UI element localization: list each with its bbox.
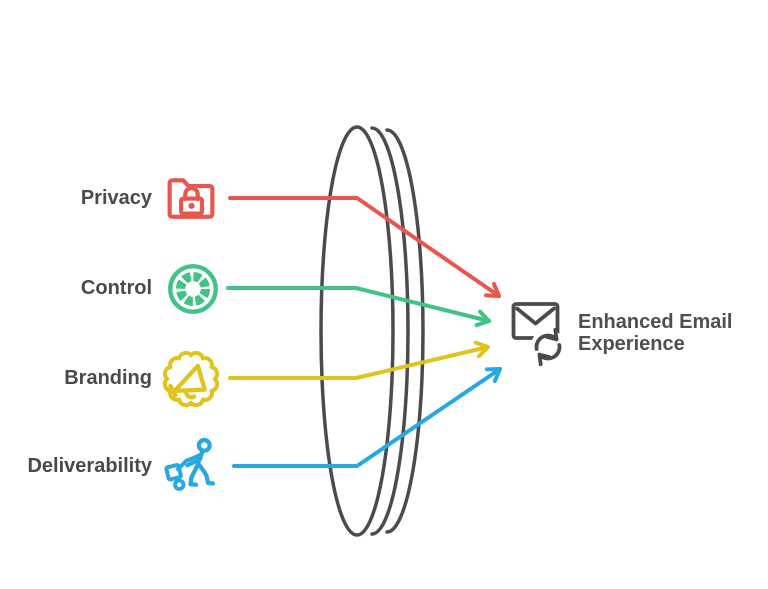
sync-arrows-icon	[534, 327, 562, 367]
flow-line-privacy	[228, 196, 501, 298]
email-sync-icon	[511, 302, 566, 367]
delivery-trolley-icon	[164, 437, 216, 491]
lens-disc-icon	[319, 125, 425, 537]
result-title-line2: Experience	[578, 333, 685, 355]
flow-line-branding	[228, 340, 490, 380]
control-dial-icon	[168, 264, 218, 314]
input-label-privacy: Privacy	[80, 187, 152, 209]
input-label-branding: Branding	[64, 367, 152, 389]
result-title-line1: Enhanced Email	[578, 311, 733, 333]
input-label-control: Control	[80, 277, 152, 299]
flow-line-deliverability	[232, 367, 502, 468]
flow-line-control	[226, 286, 491, 328]
result-title: Enhanced Email Experience	[578, 311, 733, 355]
input-label-deliverability: Deliverability	[27, 455, 152, 477]
megaphone-badge-icon	[162, 350, 220, 408]
folder-lock-icon	[167, 178, 215, 219]
